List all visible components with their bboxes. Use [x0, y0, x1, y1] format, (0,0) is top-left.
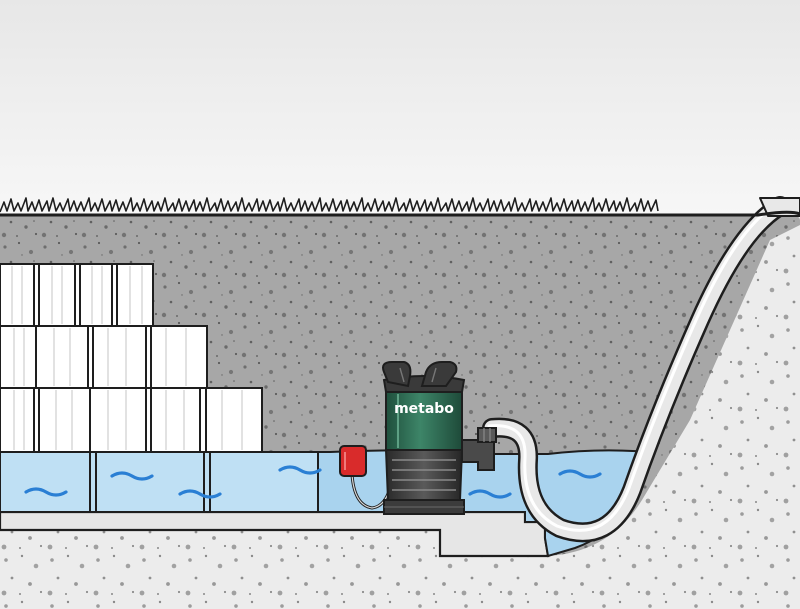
lower-soil	[0, 225, 800, 609]
stacked-boxes	[0, 263, 319, 513]
pump-brand-label: metabo	[394, 401, 454, 417]
grass-line	[0, 197, 800, 217]
discharge-hose	[482, 196, 800, 543]
sky	[0, 0, 800, 215]
submersible-pump	[382, 361, 497, 515]
water-waves	[24, 465, 602, 499]
float-switch	[339, 445, 367, 477]
box-grooves	[11, 266, 243, 450]
